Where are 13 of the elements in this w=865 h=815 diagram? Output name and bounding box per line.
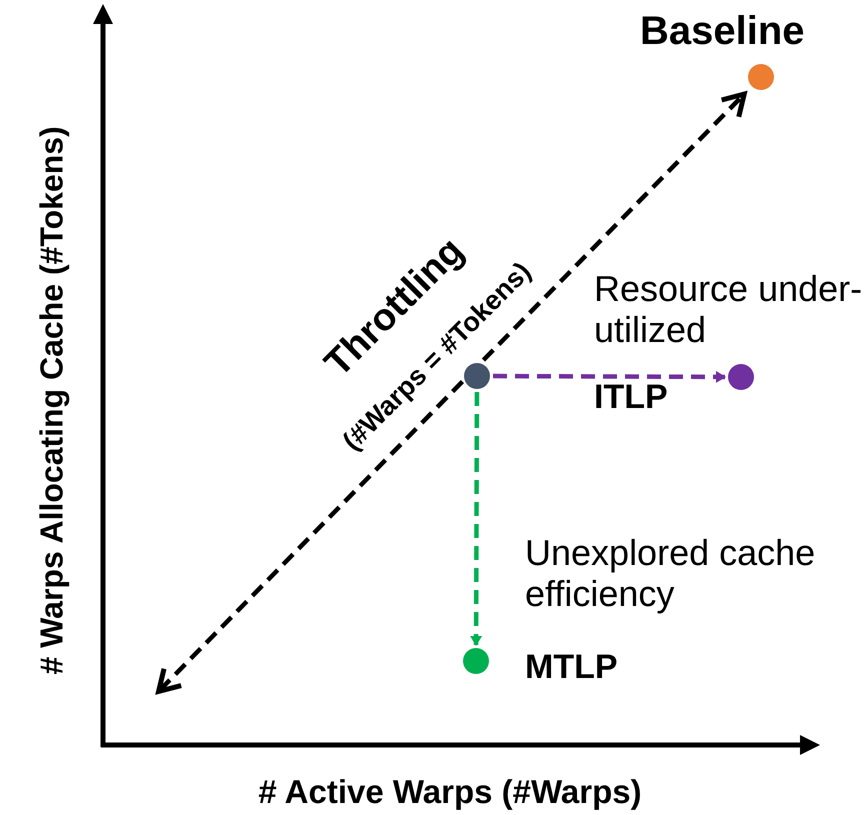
annotation-text: Unexplored cache efficiency (525, 532, 816, 615)
data-point (463, 648, 489, 674)
data-point (728, 364, 754, 390)
point-label: Baseline (640, 8, 806, 54)
annotation-text: Resource under-utilized (594, 268, 864, 351)
point-label: ITLP (594, 378, 669, 418)
axis-title: # Active Warps (#Warps) (257, 773, 643, 811)
arrow (470, 392, 482, 646)
axis-title: # Warps Allocating Cache (#Tokens) (34, 124, 70, 676)
data-point (464, 363, 490, 389)
arrow (493, 370, 726, 383)
data-point (748, 64, 774, 90)
point-label: MTLP (525, 648, 619, 688)
